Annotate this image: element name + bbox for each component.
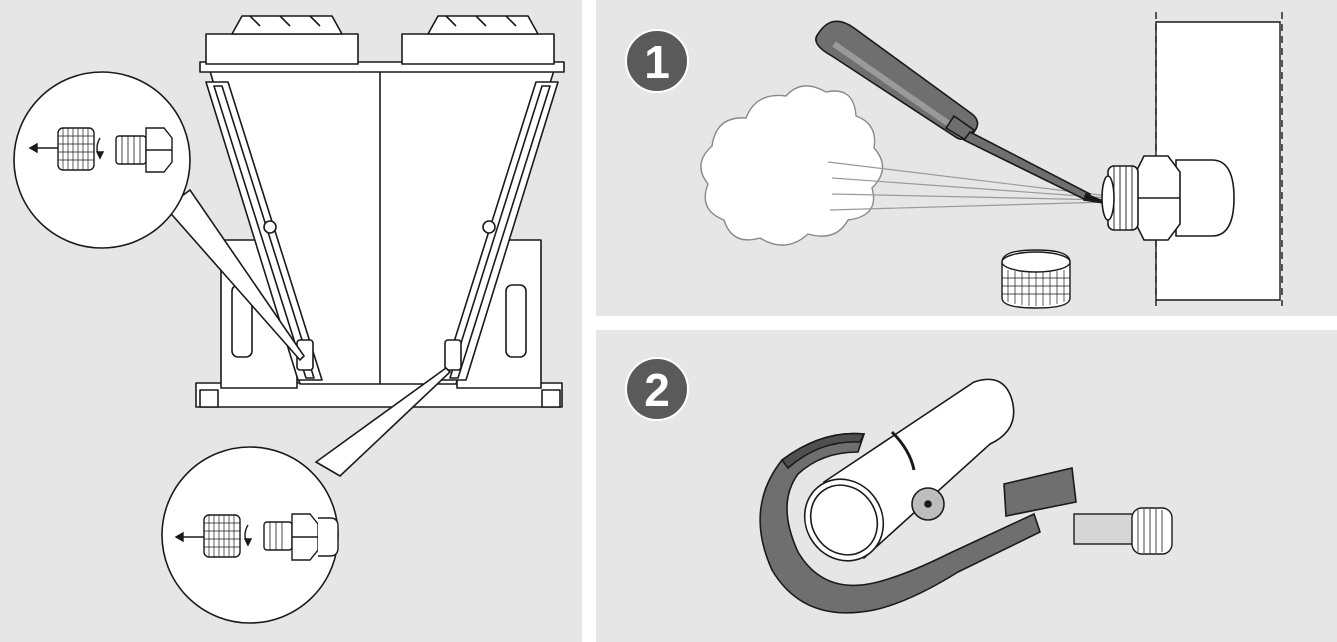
condenser-unit-illustration bbox=[13, 15, 565, 624]
step-2-panel: 2 bbox=[596, 330, 1337, 642]
pipe-cutter-illustration: 2 bbox=[625, 357, 1173, 614]
right-service-valve bbox=[444, 339, 462, 371]
copper-pipe bbox=[803, 378, 1015, 562]
pipe-cutter bbox=[759, 432, 1077, 614]
step-2-badge: 2 bbox=[625, 357, 689, 421]
coil-bolt bbox=[263, 220, 277, 234]
cutter-knob bbox=[1073, 507, 1173, 555]
fan-housing-left bbox=[205, 33, 359, 65]
valve-fitting bbox=[1101, 155, 1235, 241]
cap-and-fitting-detail-top bbox=[28, 127, 173, 173]
callout-circle-top bbox=[13, 71, 191, 249]
unit-overview-panel bbox=[0, 0, 582, 642]
step-1-badge: 1 bbox=[625, 29, 689, 93]
step-1-number: 1 bbox=[644, 36, 670, 88]
step-1-panel: 1 bbox=[596, 0, 1337, 316]
fan-housing-right bbox=[401, 33, 555, 65]
coil-bolt bbox=[482, 220, 496, 234]
purge-valve-illustration: 1 bbox=[625, 12, 1283, 309]
gas-cloud bbox=[700, 85, 884, 246]
cap-and-fitting-detail-bottom bbox=[174, 513, 339, 561]
callout-pointer-bottom bbox=[314, 366, 452, 477]
gas-stream bbox=[827, 161, 1109, 211]
removed-cap bbox=[1001, 249, 1071, 309]
screwdriver bbox=[815, 20, 1111, 205]
step-2-number: 2 bbox=[644, 364, 670, 416]
